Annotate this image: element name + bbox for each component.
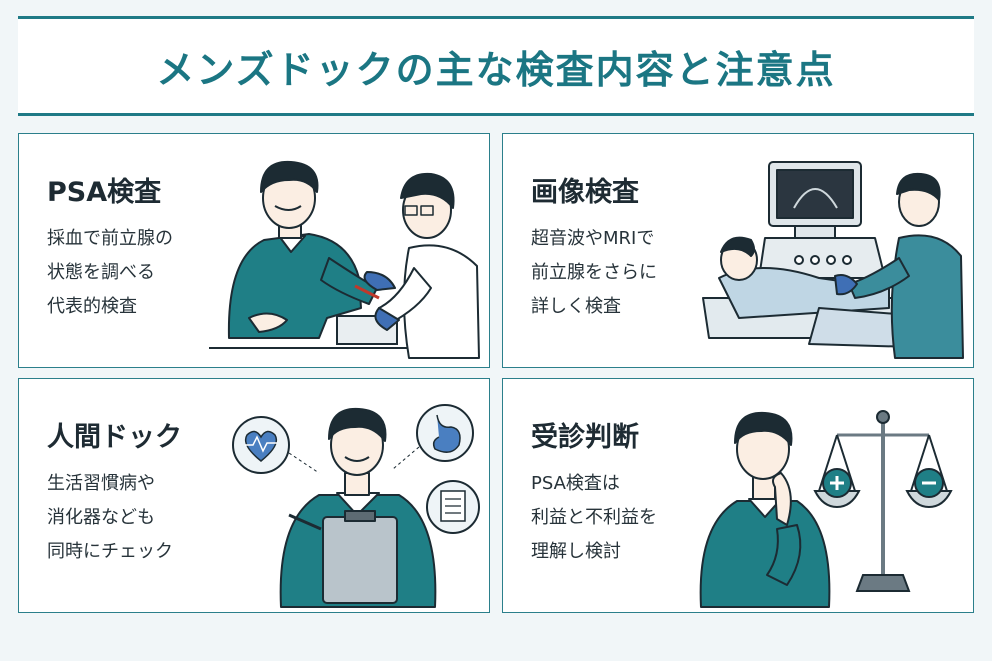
man-figure (279, 407, 437, 608)
card-description: 生活習慣病や 消化器なども 同時にチェック (47, 473, 173, 562)
card-consultation-decision: 受診判断 PSA検査は 利益と不利益を 理解し検討 (502, 378, 974, 613)
balance-scale-icon (813, 410, 953, 592)
card-description: PSA検査は 利益と不利益を 理解し検討 (531, 473, 657, 562)
card-psa-test: PSA検査 採血で前立腺の 状態を調べる 代表的検査 (18, 133, 490, 368)
minus-icon (914, 468, 944, 498)
card-description: 採血で前立腺の 状態を調べる 代表的検査 (47, 228, 173, 317)
card-human-dock: 人間ドック 生活習慣病や 消化器なども 同時にチェック (18, 378, 490, 613)
technician-figure (834, 172, 964, 359)
card-description: 超音波やMRIで 前立腺をさらに 詳しく検査 (531, 228, 657, 317)
card-title: 人間ドック (47, 422, 182, 453)
ultrasound-illustration (702, 161, 964, 359)
ultrasound-machine (758, 161, 886, 279)
heart-icon (232, 416, 290, 474)
card-title: 受診判断 (531, 422, 639, 453)
header-banner: メンズドックの主な検査内容と注意点 (18, 16, 974, 116)
page-title: メンズドックの主な検査内容と注意点 (156, 47, 836, 92)
decision-illustration (699, 410, 953, 608)
health-check-illustration (232, 404, 480, 608)
stomach-icon (416, 404, 474, 462)
card-title: 画像検査 (531, 177, 639, 208)
plus-icon (822, 468, 852, 498)
card-title: PSA検査 (47, 177, 162, 208)
clipboard-icon (426, 480, 480, 534)
patient-figure (227, 160, 378, 339)
card-imaging-test: 画像検査 超音波やMRIで 前立腺をさらに 詳しく検査 (502, 133, 974, 368)
blood-test-illustration (209, 160, 480, 359)
thinking-man-figure (699, 411, 831, 608)
nurse-figure (354, 172, 480, 359)
